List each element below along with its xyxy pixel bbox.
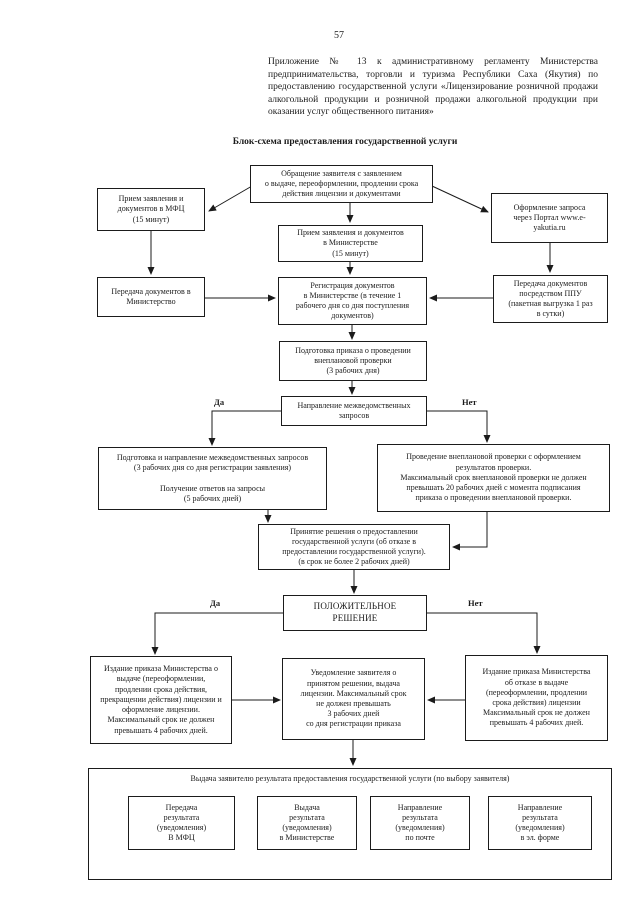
arrow-positive-no: [427, 612, 541, 654]
box-result-ministry: Выдача результата (уведомления) в Минист…: [257, 796, 357, 850]
arrow-appeal-to-portal: [431, 185, 489, 213]
box-order-preparation: Подготовка приказа о проведении внеплано…: [279, 341, 427, 381]
box-issue-order: Издание приказа Министерства о выдаче (п…: [90, 656, 232, 744]
box-result-electronic: Направление результата (уведомления) в э…: [488, 796, 592, 850]
box-result-mail: Направление результата (уведомления) по …: [370, 796, 470, 850]
box-appeal: Обращение заявителя с заявлением о выдач…: [250, 165, 433, 203]
box-ppu-transfer: Передача документов посредством ППУ (пак…: [493, 275, 608, 323]
arrow-interagency-no: [427, 410, 491, 443]
box-mfc-intake: Прием заявления и документов в МФЦ (15 м…: [97, 188, 205, 231]
box-interagency-requests: Направление межведомственных запросов: [281, 396, 427, 426]
box-registration: Регистрация документов в Министерстве (в…: [278, 277, 427, 325]
arrow-inspection-to-decision: [452, 512, 488, 551]
box-portal-request: Оформление запроса через Портал www.e- y…: [491, 193, 608, 243]
label-no-1: Нет: [462, 397, 477, 407]
label-yes-2: Да: [210, 598, 221, 608]
box-ministry-intake: Прием заявления и документов в Министерс…: [278, 225, 423, 262]
label-yes-1: Да: [214, 397, 225, 407]
diagram-title: Блок-схема предоставления государственно…: [232, 137, 458, 147]
box-notify-applicant: Уведомление заявителя о принятом решении…: [282, 658, 425, 740]
page-number: 57: [334, 30, 344, 41]
box-positive-decision: ПОЛОЖИТЕЛЬНОЕ РЕШЕНИЕ: [283, 595, 427, 631]
box-refusal-order: Издание приказа Министерства об отказе в…: [465, 655, 608, 741]
result-delivery-title: Выдача заявителю результата предоставлен…: [190, 774, 510, 783]
box-requests-preparation: Подготовка и направление межведомственны…: [98, 447, 327, 510]
arrow-interagency-yes: [208, 410, 281, 446]
arrow-positive-yes: [151, 612, 283, 655]
box-unscheduled-inspection: Проведение внеплановой проверки с оформл…: [377, 444, 610, 512]
document-header: Приложение № 13 к административному регл…: [268, 57, 598, 118]
box-mfc-transfer: Передача документов в Министерство: [97, 277, 205, 317]
arrow-appeal-to-mfc: [208, 185, 253, 212]
box-decision: Принятие решения о предоставлении госуда…: [258, 524, 450, 570]
box-result-mfc: Передача результата (уведомления) В МФЦ: [128, 796, 235, 850]
label-no-2: Нет: [468, 598, 483, 608]
